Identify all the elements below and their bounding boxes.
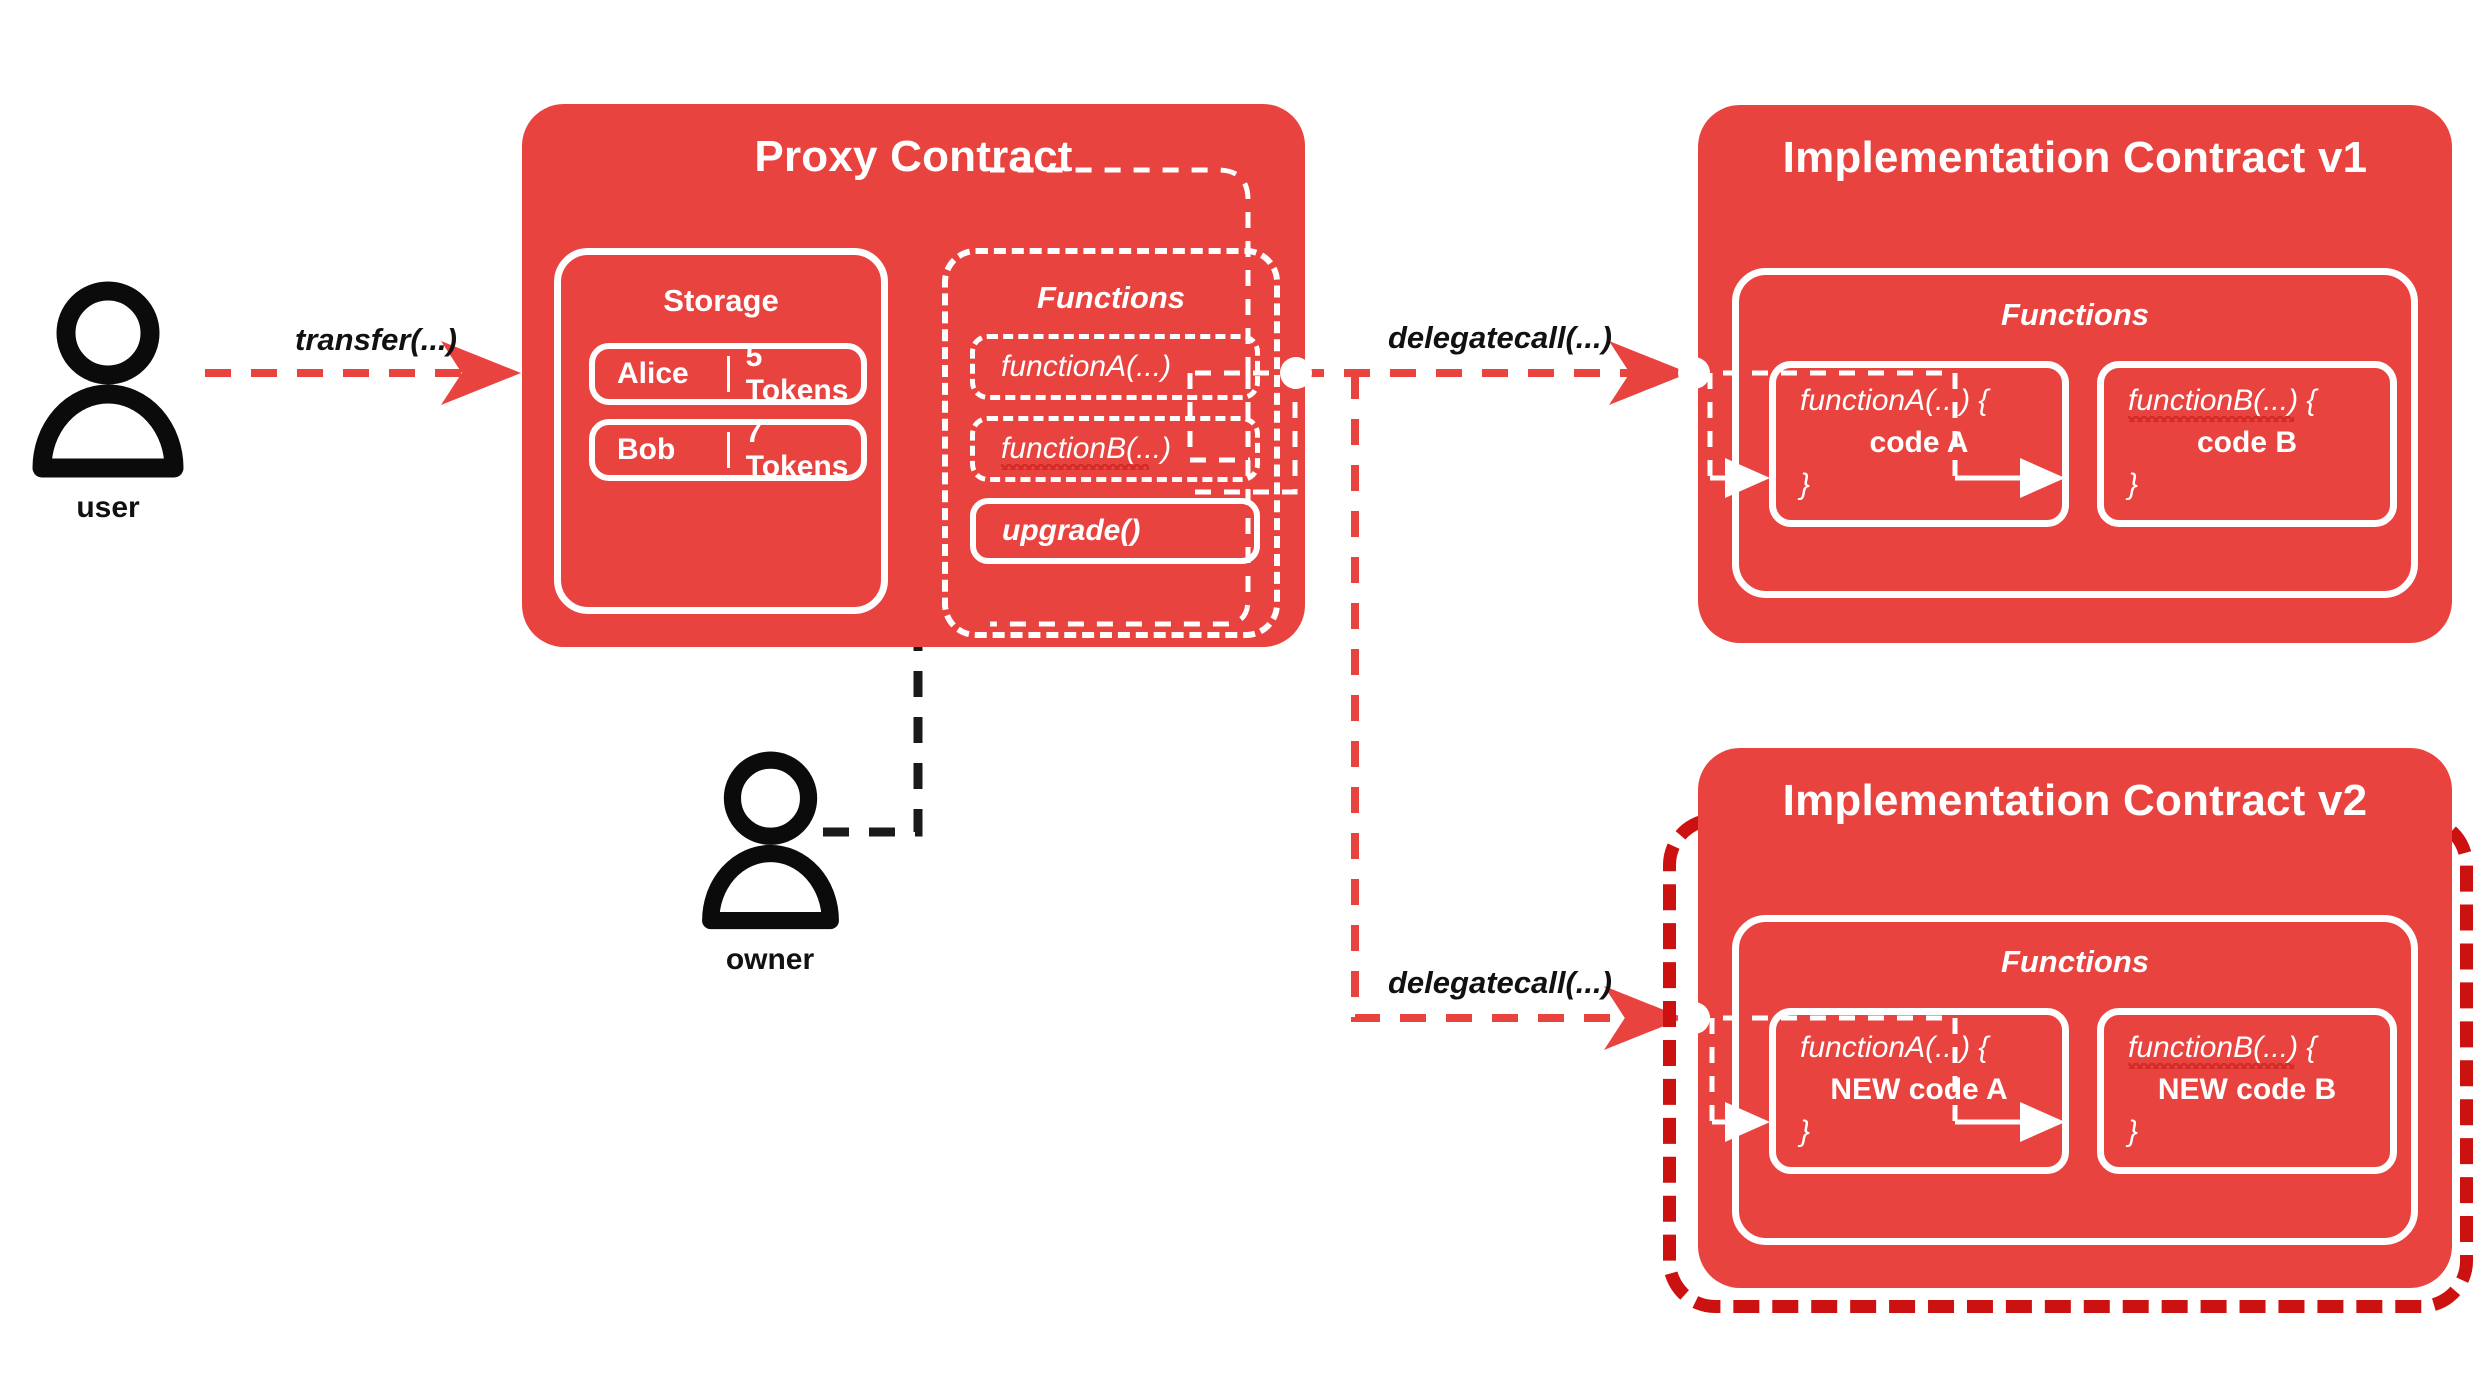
proxy-storage-container: Storage Alice 5 Tokens Bob 7 Tokens (554, 248, 888, 614)
impl-v1-function-functionB[interactable]: functionB(...) { code B } (2097, 361, 2397, 527)
impl-v2-functions-title: Functions (2000, 944, 2150, 979)
proxy-function-label: upgrade() (1002, 514, 1141, 547)
proxy-function-functionB[interactable]: functionB(...) (970, 416, 1260, 482)
impl-v1-function-functionA[interactable]: functionA(...) { code A } (1769, 361, 2069, 527)
function-signature: functionB(...) { (2128, 1031, 2317, 1069)
impl-v2-title: Implementation Contract v2 (1782, 776, 2368, 825)
function-close: } (1800, 1115, 1811, 1148)
edge-label-transfer: transfer(...) (295, 322, 457, 357)
storage-entry-alice[interactable]: Alice 5 Tokens (589, 340, 867, 407)
proxy-function-upgrade[interactable]: upgrade() (970, 498, 1260, 564)
function-close: } (2128, 1115, 2139, 1148)
storage-entry-name: Bob (617, 433, 676, 466)
proxy-functions-title: Functions (1036, 280, 1186, 315)
impl-v1-functions-container: Functions functionA(...) { code A } func… (1732, 268, 2418, 598)
proxy-function-label: functionB(...) (1001, 432, 1172, 470)
proxy-functions-container: Functions functionA(...) functionB(...) … (942, 248, 1280, 638)
function-signature: functionA(...) { (1800, 384, 1989, 417)
function-close: } (1800, 468, 1811, 501)
storage-entry-value: 7 Tokens (745, 416, 849, 483)
edge-delegatecall-v2 (1351, 373, 1684, 1050)
storage-entry-bob[interactable]: Bob 7 Tokens (589, 416, 867, 483)
proxy-function-functionA[interactable]: functionA(...) (970, 334, 1260, 400)
function-body: NEW code B (2157, 1073, 2337, 1106)
function-signature: functionB(...) { (2128, 384, 2317, 422)
impl-v2-function-functionA[interactable]: functionA(...) { NEW code A } (1769, 1008, 2069, 1174)
edge-label-delegatecall-v2: delegatecall(...) (1388, 965, 1612, 1000)
actor-user[interactable]: user (18, 278, 198, 525)
function-body: code B (2196, 426, 2298, 459)
edge-label-delegatecall-v1: delegatecall(...) (1388, 320, 1612, 355)
function-close: } (2128, 468, 2139, 501)
storage-divider (726, 356, 730, 392)
impl-v2-functions-container: Functions functionA(...) { NEW code A } … (1732, 915, 2418, 1245)
impl-v1-functions-title: Functions (2000, 297, 2150, 332)
impl-v1-title: Implementation Contract v1 (1782, 133, 2368, 182)
function-body: NEW code A (1830, 1073, 2008, 1106)
impl-v1-panel[interactable]: Implementation Contract v1 Functions fun… (1698, 105, 2452, 643)
function-body: code A (1869, 426, 1969, 459)
storage-entry-name: Alice (617, 357, 689, 390)
storage-entry-value: 5 Tokens (745, 340, 849, 407)
person-icon (701, 751, 839, 930)
actor-owner[interactable]: owner (680, 748, 860, 977)
storage-divider (726, 432, 730, 468)
storage-title: Storage (663, 283, 779, 318)
person-icon (32, 281, 184, 478)
proxy-contract-panel[interactable]: Proxy Contract Storage Alice 5 Tokens Bo… (522, 104, 1305, 647)
function-signature: functionA(...) { (1800, 1031, 1989, 1064)
impl-v2-function-functionB[interactable]: functionB(...) { NEW code B } (2097, 1008, 2397, 1174)
impl-v2-panel[interactable]: Implementation Contract v2 Functions fun… (1698, 748, 2452, 1288)
proxy-function-label: functionA(...) (1001, 350, 1172, 383)
actor-owner-label: owner (725, 943, 815, 976)
proxy-title: Proxy Contract (754, 132, 1073, 181)
actor-user-label: user (76, 491, 140, 524)
